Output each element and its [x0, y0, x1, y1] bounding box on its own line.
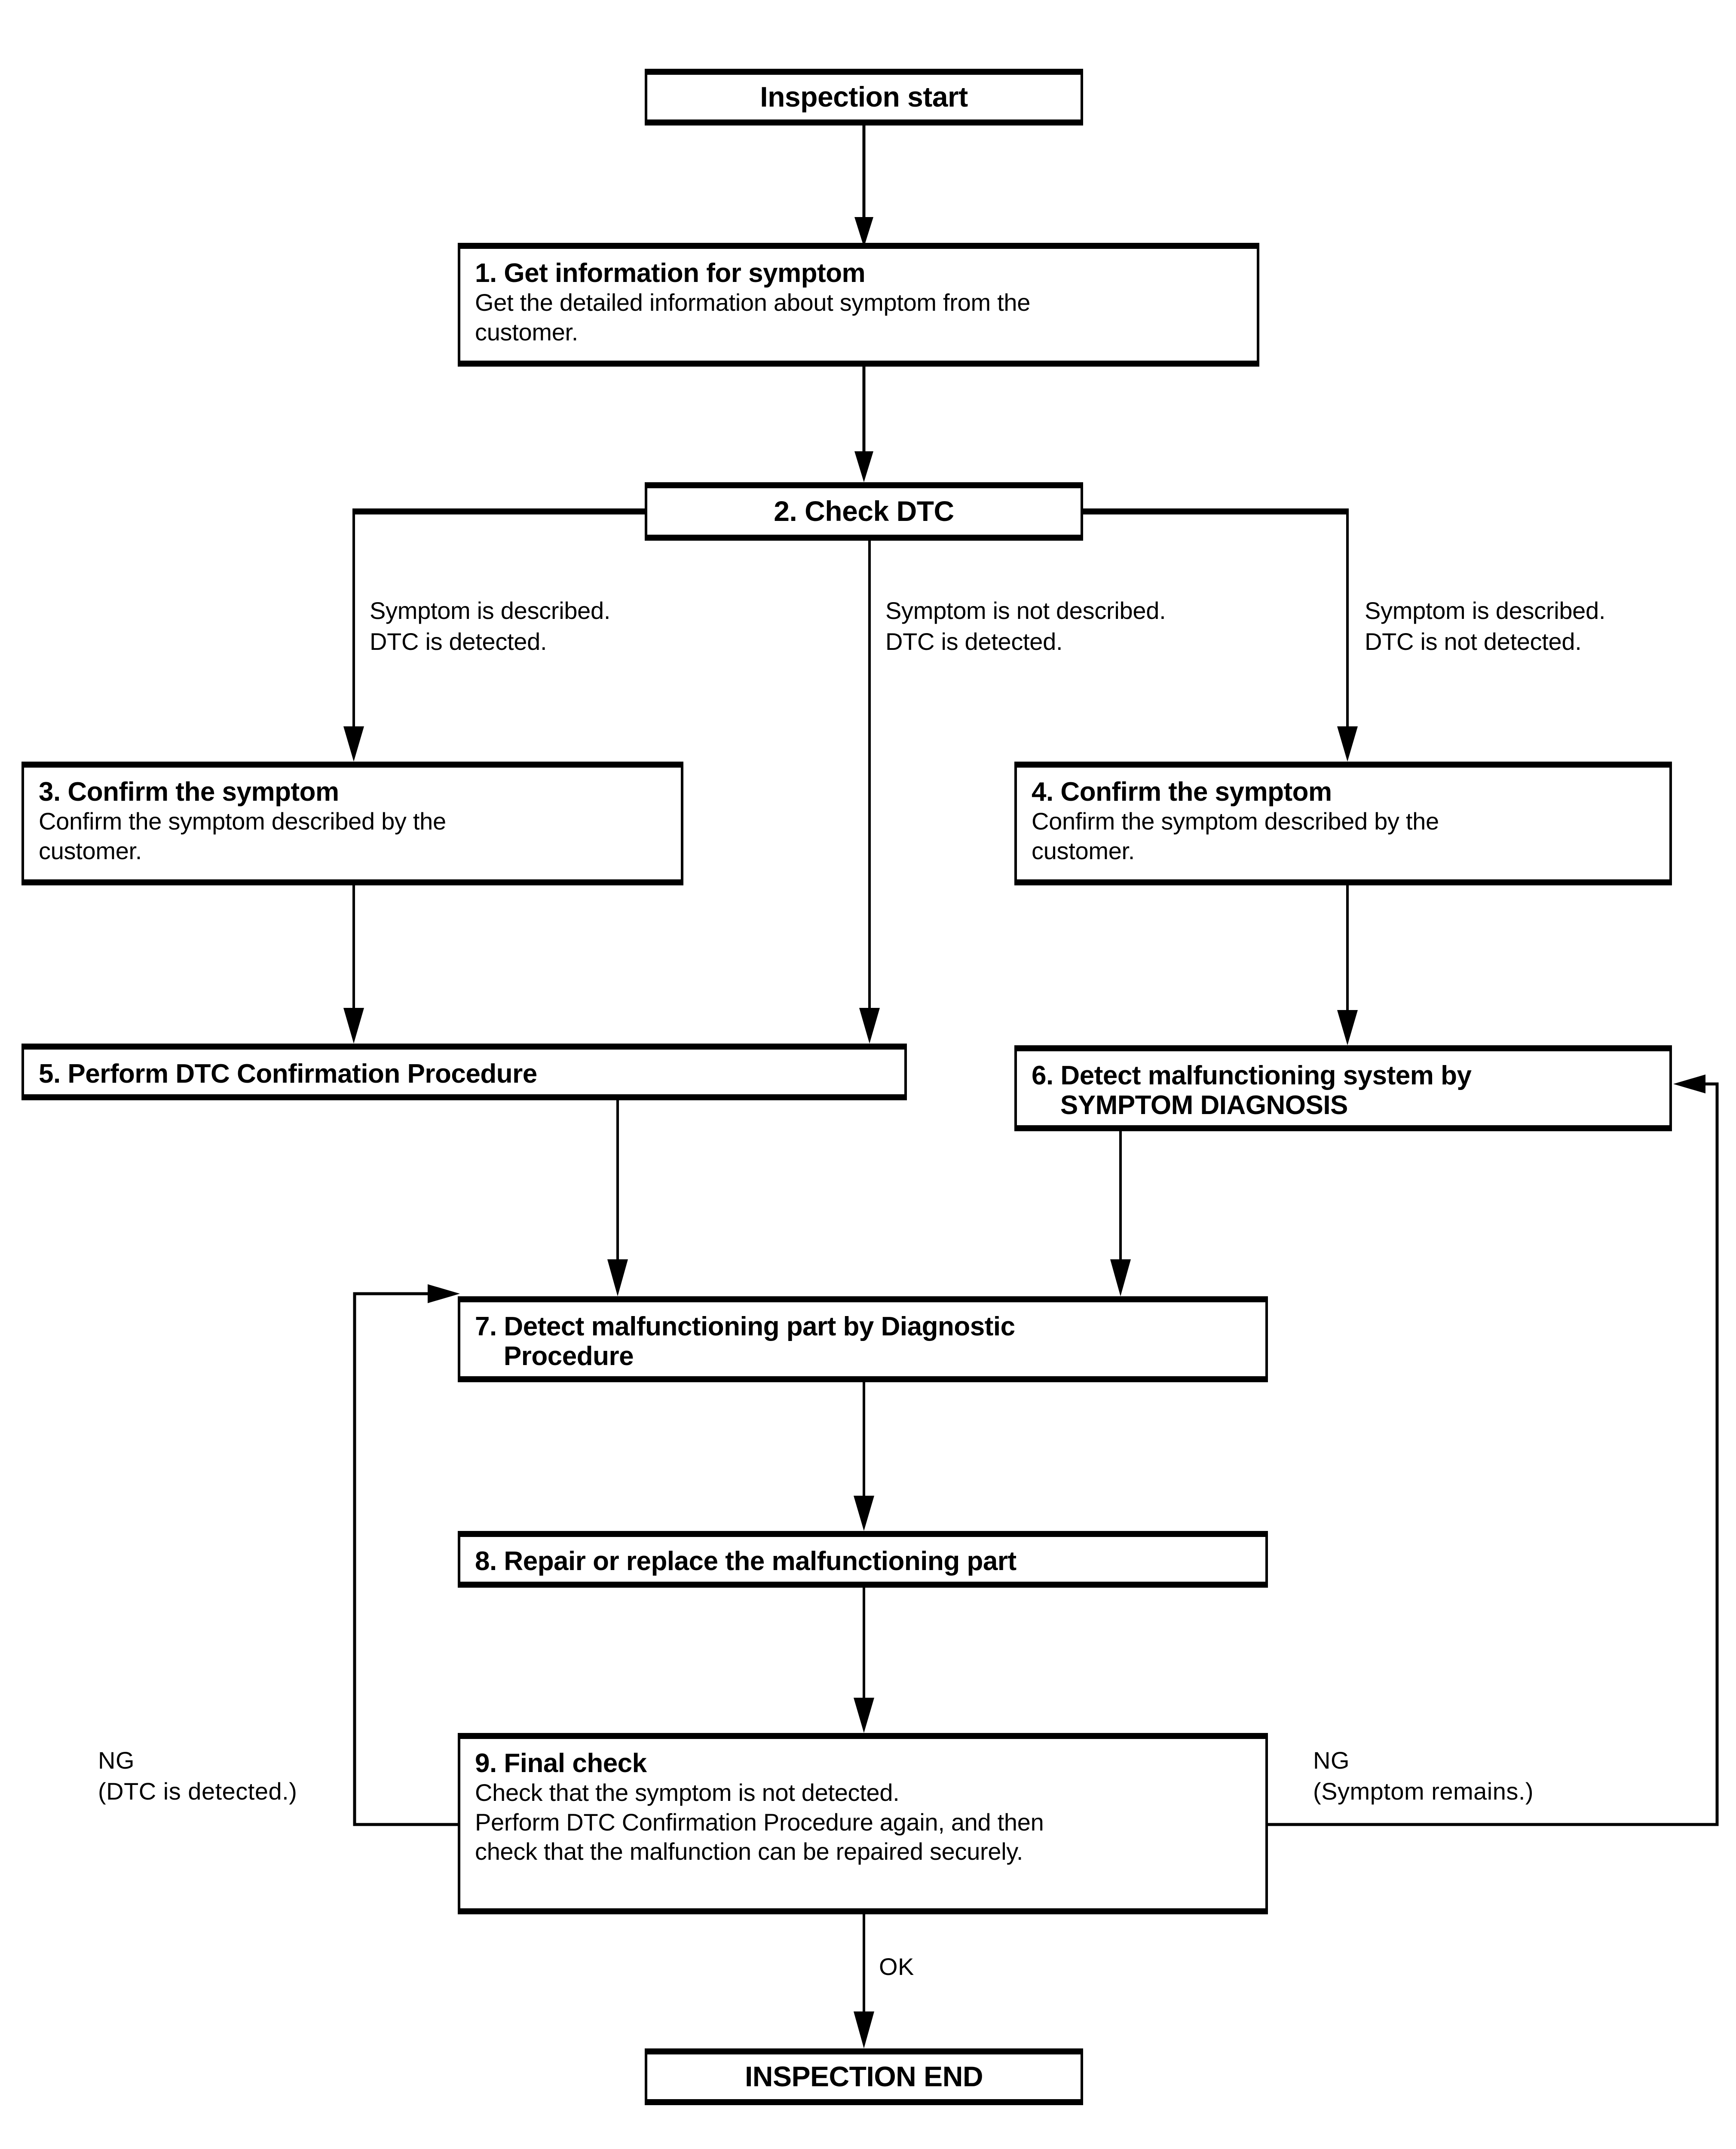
- edge-label-ok: OK: [879, 1953, 914, 1980]
- node-step-4-title: 4. Confirm the symptom: [1032, 777, 1332, 807]
- connector-step6-to-step7: [1110, 1130, 1131, 1296]
- node-inspection-end-label: INSPECTION END: [744, 2060, 983, 2093]
- connector-branch-right-to-step4: [1337, 511, 1358, 762]
- node-inspection-end[interactable]: INSPECTION END: [645, 2048, 1083, 2105]
- edge-label-branch-right: Symptom is described. DTC is not detecte…: [1365, 597, 1606, 655]
- connector-step4-to-step6: [1337, 882, 1358, 1045]
- connector-step5-to-step7: [607, 1099, 628, 1296]
- node-step-4[interactable]: 4. Confirm the symptom Confirm the sympt…: [1014, 762, 1672, 885]
- connector-step8-to-step9: [854, 1585, 874, 1733]
- node-inspection-start[interactable]: Inspection start: [645, 69, 1083, 126]
- node-step-5-title: 5. Perform DTC Confirmation Procedure: [39, 1059, 537, 1089]
- node-step-1-body: Get the detailed information about sympt…: [475, 289, 1031, 346]
- edge-label-ng-left: NG (DTC is detected.): [98, 1747, 297, 1805]
- node-step-7-title: 7. Detect malfunctioning part by Diagnos…: [475, 1312, 1015, 1371]
- node-step-3-body: Confirm the symptom described by the cus…: [39, 808, 446, 864]
- node-step-1[interactable]: 1. Get information for symptom Get the d…: [458, 243, 1259, 367]
- edge-label-branch-middle: Symptom is not described. DTC is detecte…: [885, 597, 1166, 655]
- node-step-2-title: 2. Check DTC: [774, 495, 954, 527]
- node-step-5[interactable]: 5. Perform DTC Confirmation Procedure: [21, 1044, 907, 1100]
- node-step-2[interactable]: 2. Check DTC: [645, 482, 1083, 541]
- node-step-8[interactable]: 8. Repair or replace the malfunctioning …: [458, 1531, 1268, 1588]
- node-step-1-title: 1. Get information for symptom: [475, 258, 866, 288]
- node-step-8-title: 8. Repair or replace the malfunctioning …: [475, 1546, 1016, 1576]
- node-step-3[interactable]: 3. Confirm the symptom Confirm the sympt…: [21, 762, 683, 885]
- connector-branch-left-to-step3: [343, 511, 364, 762]
- node-step-3-title: 3. Confirm the symptom: [39, 777, 339, 807]
- edge-label-ng-right: NG (Symptom remains.): [1313, 1747, 1534, 1805]
- connector-start-to-step1: [854, 126, 873, 247]
- node-step-6[interactable]: 6. Detect malfunctioning system by SYMPT…: [1014, 1045, 1672, 1131]
- edge-label-branch-left: Symptom is described. DTC is detected.: [370, 597, 611, 655]
- node-step-9-body: Check that the symptom is not detected. …: [475, 1779, 1044, 1865]
- connector-step9-to-end: [854, 1912, 874, 2048]
- connector-branch-middle-to-step5: [859, 541, 880, 1044]
- node-step-4-body: Confirm the symptom described by the cus…: [1032, 808, 1439, 864]
- connector-ng-right-feedback: [1267, 1074, 1719, 1826]
- connector-step7-to-step8: [854, 1381, 874, 1531]
- node-step-9-title: 9. Final check: [475, 1748, 647, 1778]
- connector-step1-to-step2: [854, 366, 873, 482]
- node-step-6-title: 6. Detect malfunctioning system by SYMPT…: [1032, 1061, 1472, 1120]
- connector-step3-to-step5: [343, 882, 364, 1044]
- node-step-9[interactable]: 9. Final check Check that the symptom is…: [458, 1733, 1268, 1914]
- node-inspection-start-label: Inspection start: [760, 81, 968, 113]
- connector-ng-left-feedback: [353, 1284, 460, 1826]
- node-step-7[interactable]: 7. Detect malfunctioning part by Diagnos…: [458, 1296, 1268, 1382]
